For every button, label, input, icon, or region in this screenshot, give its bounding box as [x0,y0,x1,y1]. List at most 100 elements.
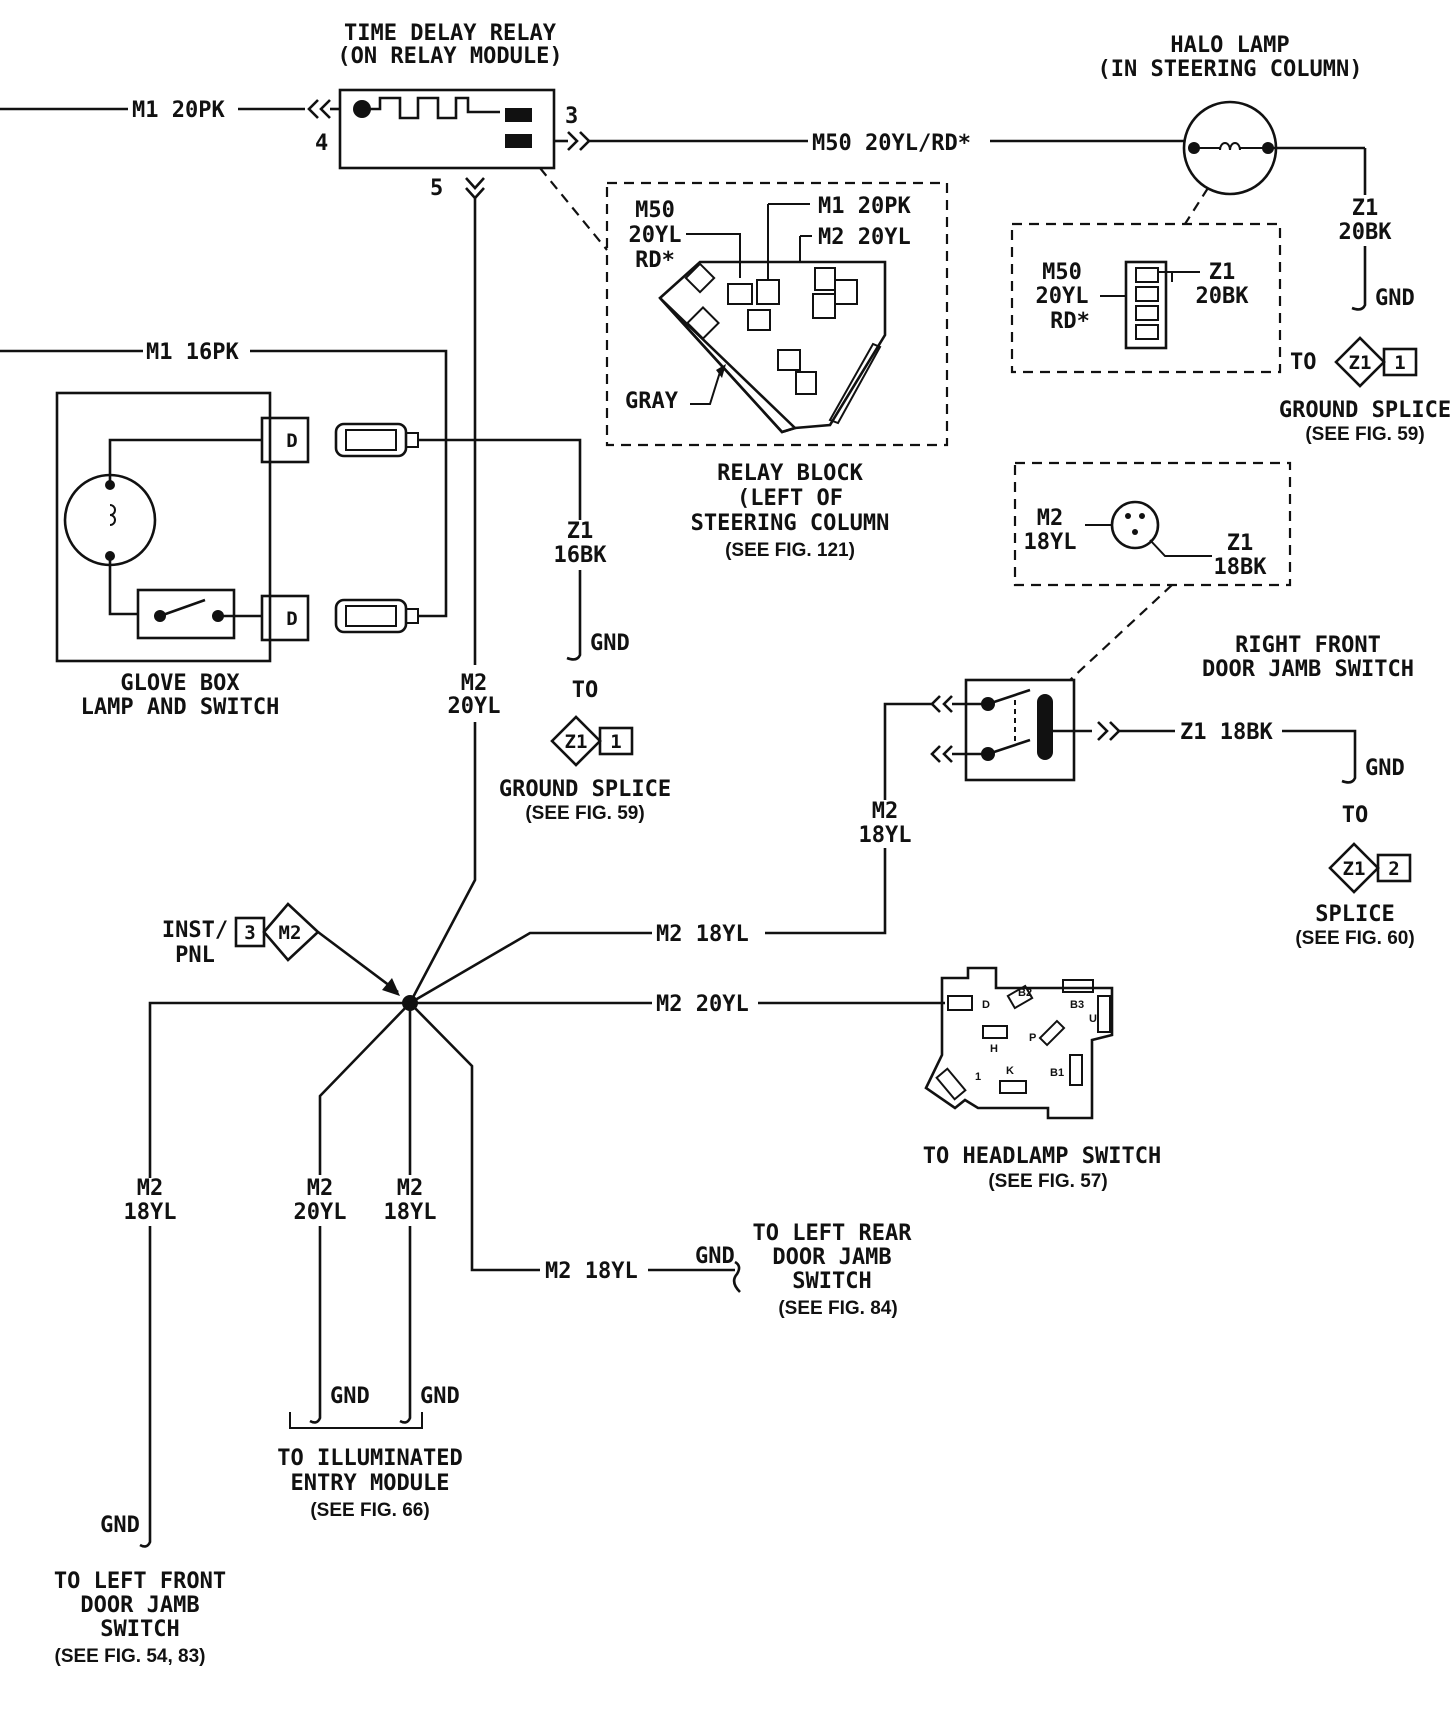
relay-connector-out-icon [567,131,591,151]
glove-term-bottom: D [286,608,297,630]
relay-block-wire-a-3: RD* [635,248,675,273]
hs-pin-b2: B2 [1018,987,1032,999]
lf-title-3: SWITCH [100,1617,179,1642]
headlamp-switch-ref: (SEE FIG. 57) [988,1171,1107,1192]
glove-ground-wire-2: 16BK [554,543,608,568]
iem-a-wire-2: 20YL [294,1200,347,1225]
inst-panel-1: INST/ [162,918,228,943]
halo-lamp-title-2: (IN STEERING COLUMN) [1098,57,1363,82]
hs-pin-d: D [982,999,990,1011]
rf-connector-icon [1110,500,1160,550]
rf-splice-label: SPLICE [1315,902,1394,927]
main-wire-label-1: M2 [461,671,488,696]
iem-title-1: TO ILLUMINATED [277,1446,462,1471]
hs-pin-p: P [1029,1032,1036,1044]
rf-conn-left-1: M2 [1037,506,1064,531]
rf-conn-right-1: Z1 [1227,531,1254,556]
glove-to-label: TO [572,678,599,703]
splice-node: INST/ PNL 3 M2 M2 18YL M2 20YL [162,902,945,1017]
rf-splice-right: 2 [1388,858,1399,880]
branch-left-rear: M2 18YL GND TO LEFT REAR DOOR JAMB SWITC… [409,1002,912,1319]
rf-switch-plunger-icon [1037,694,1053,760]
relay-connector-pin5-icon [465,177,485,200]
relay-coil-symbol [362,96,500,120]
relay-body [338,88,556,170]
lr-title-3: SWITCH [792,1269,871,1294]
halo-conn-right-2: 20BK [1196,284,1250,309]
relay-block: M50 20YL RD* M1 20PK M2 20YL GRAY RELAY … [539,167,949,561]
rf-connector-out-icon [1097,721,1121,741]
lf-title-1: TO LEFT FRONT [54,1569,226,1594]
inst-panel-2: PNL [175,943,215,968]
hs-pin-h: H [990,1043,998,1055]
relay-title-line1: TIME DELAY RELAY [344,21,557,46]
relay-block-ref: (SEE FIG. 121) [725,540,855,561]
relay-block-title-2: (LEFT OF [737,486,843,511]
rf-conn-right-2: 18BK [1214,555,1268,580]
hs-pin-1: 1 [975,1071,981,1083]
rf-to-label: TO [1342,803,1369,828]
halo-splice-label: GROUND SPLICE [1279,398,1451,423]
hs-pin-u: U [1089,1013,1097,1025]
hs-pin-b1: B1 [1050,1067,1064,1079]
headlamp-switch-title: TO HEADLAMP SWITCH [923,1144,1161,1169]
lf-wire-2: 18YL [124,1200,177,1225]
relay-title-line2: (ON RELAY MODULE) [337,44,562,69]
iem-title-2: ENTRY MODULE [291,1471,450,1496]
halo-to-label: TO [1290,350,1317,375]
lr-gnd: GND [695,1244,735,1269]
lf-wire-1: M2 [137,1176,164,1201]
relay-block-wire-c: M2 20YL [818,225,911,250]
halo-splice-left: Z1 [1349,352,1372,374]
glove-box-lamp-switch: M1 16PK D D Z1 16BK GND TO Z1 1 GROUND [0,340,671,824]
halo-conn-left-2: 20YL [1036,284,1089,309]
halo-splice-right: 1 [1394,352,1405,374]
halo-conn-left-1: M50 [1042,260,1082,285]
relay-block-wire-b: M1 20PK [818,194,911,219]
glove-lamp-filament-icon [109,504,116,526]
glove-gnd-label: GND [590,631,630,656]
lf-title-2: DOOR JAMB [80,1593,199,1618]
hs-pin-k: K [1006,1065,1014,1077]
iem-bracket [289,1412,423,1429]
relay-pin-4: 4 [315,131,328,156]
halo-lamp-filament-icon [1219,142,1241,151]
relay-terminal-a [505,108,532,122]
rf-vert-wire-2: 18YL [859,823,912,848]
relay-block-gray-label: GRAY [625,389,679,414]
halo-connector-icon [1124,260,1168,350]
halo-ground-wire-2: 20BK [1339,220,1393,245]
glove-splice-ref: (SEE FIG. 59) [525,803,644,824]
rf-ground-wire-label: Z1 18BK [1180,720,1273,745]
rf-title-1: RIGHT FRONT [1235,633,1381,658]
relay-wire-in-label: M1 20PK [132,98,225,123]
glove-box-title-1: GLOVE BOX [120,671,239,696]
rf-splice-ref: (SEE FIG. 60) [1295,928,1414,949]
lf-gnd: GND [100,1513,140,1538]
relay-block-title-1: RELAY BLOCK [717,461,863,486]
relay-block-title-3: STEERING COLUMN [691,511,890,536]
rf-title-2: DOOR JAMB SWITCH [1202,657,1414,682]
halo-splice-ref: (SEE FIG. 59) [1305,424,1424,445]
glove-switch-blade-icon [159,598,206,618]
right-front-door-jamb-switch: M2 18YL Z1 18BK RIGHT FRONT DOOR JAMB SW… [765,461,1415,949]
main-wire-label-2: 20YL [448,694,501,719]
halo-conn-left-3: RD* [1050,309,1090,334]
inst-panel-pin: 3 [244,922,255,944]
relay-connector-in-icon [307,99,331,119]
halo-lamp-title-1: HALO LAMP [1170,33,1289,58]
rf-connector-detail-box [1013,461,1292,587]
branch-illuminated-entry: M2 20YL GND M2 18YL GND TO ILLUMINATED E… [277,1002,463,1521]
lr-ref: (SEE FIG. 84) [778,1298,897,1319]
headlamp-switch-body [924,966,1114,1120]
rf-connector-a-icon [930,695,953,713]
relay-terminal-b [505,134,532,148]
glove-box-switch [136,588,236,640]
lr-title-2: DOOR JAMB [772,1245,891,1270]
iem-a-gnd: GND [330,1384,370,1409]
relay-wire-out-label: M50 20YL/RD* [812,131,971,156]
glove-term-top: D [286,430,297,452]
rf-splice-left: Z1 [1343,858,1366,880]
halo-ground-wire-1: Z1 [1352,196,1379,221]
